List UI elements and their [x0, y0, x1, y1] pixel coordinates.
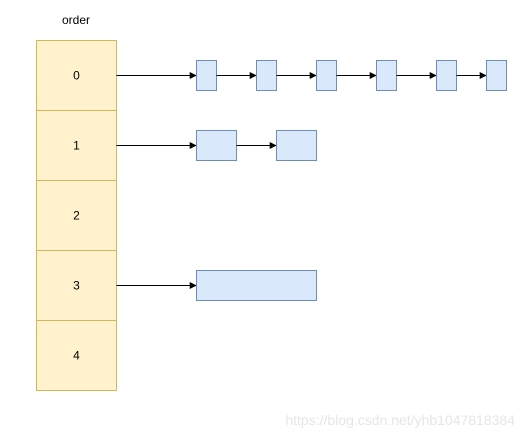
bucket-cell [36, 320, 117, 391]
bucket-0: 0 [36, 40, 117, 111]
bucket-cell [36, 40, 117, 111]
chain-node [256, 60, 277, 91]
chain-bucket-3 [116, 270, 317, 301]
bucket-label: 4 [73, 349, 80, 363]
bucket-2: 2 [36, 180, 117, 251]
bucket-label: 0 [73, 69, 80, 83]
chain-node [436, 60, 457, 91]
chain-node [376, 60, 397, 91]
bucket-label: 2 [73, 209, 80, 223]
chain-node [486, 60, 507, 91]
watermark: https://blog.csdn.net/yhb1047818384 [285, 412, 515, 428]
chain-node [276, 130, 317, 161]
chain-bucket-0 [116, 60, 507, 91]
bucket-array: 0 1 2 3 4 [36, 40, 117, 391]
chain-node [196, 130, 237, 161]
bucket-cell [36, 180, 117, 251]
bucket-label: 3 [73, 279, 80, 293]
bucket-3: 3 [36, 250, 117, 321]
chain-node [196, 270, 317, 301]
array-title: order [62, 13, 90, 27]
bucket-cell [36, 250, 117, 321]
chain-node [196, 60, 217, 91]
bucket-4: 4 [36, 320, 117, 391]
bucket-1: 1 [36, 110, 117, 181]
chain-bucket-1 [116, 130, 317, 161]
chain-node [316, 60, 337, 91]
bucket-label: 1 [73, 139, 80, 153]
bucket-cell [36, 110, 117, 181]
